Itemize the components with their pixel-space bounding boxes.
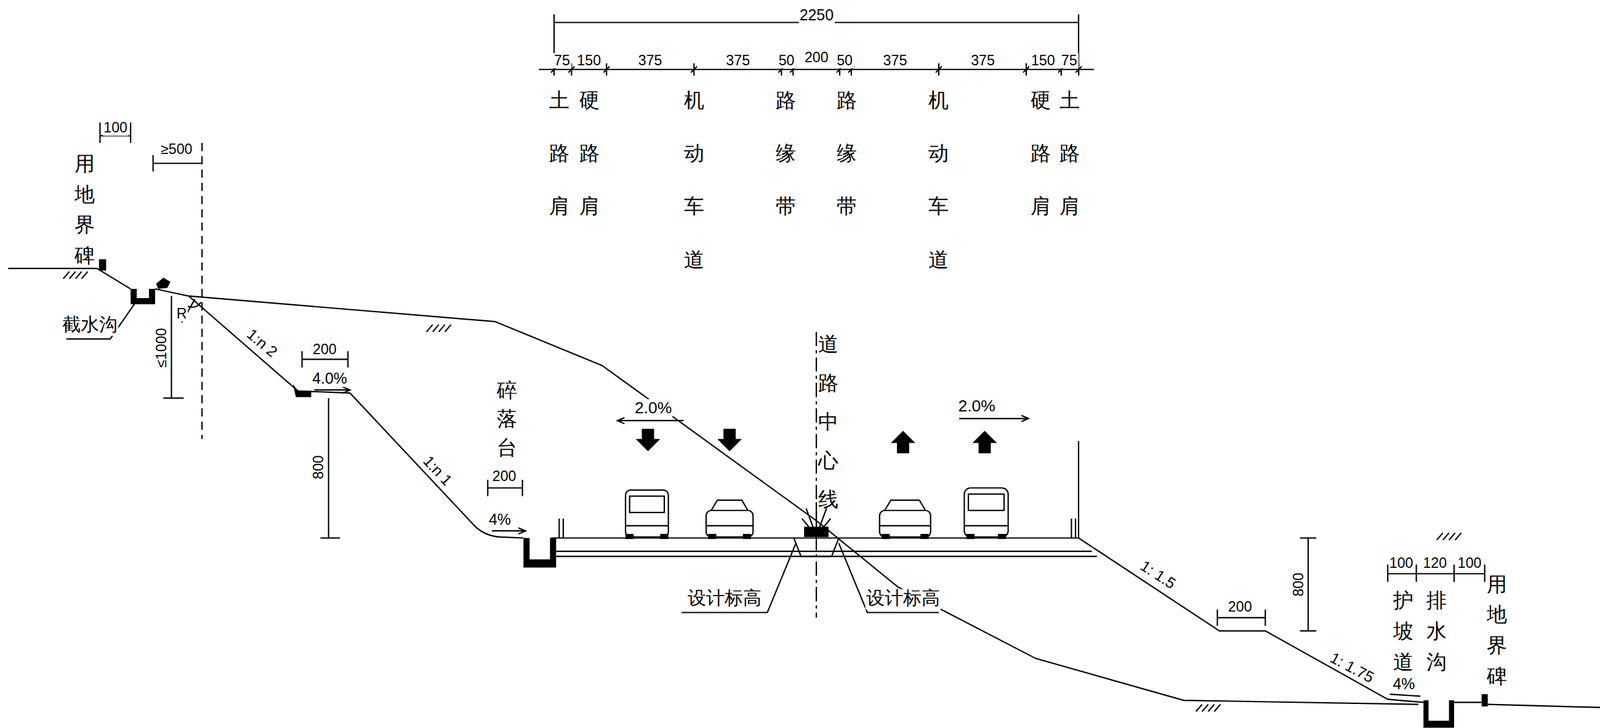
lane-label: 土路肩 <box>549 73 570 233</box>
dimension-text: 150 <box>1029 52 1056 69</box>
dimension-text: ≤1000 <box>153 326 170 369</box>
dimension-text: 375 <box>725 52 752 69</box>
dimension-text: 375 <box>969 52 996 69</box>
lane-label: 土路肩 <box>1059 73 1080 233</box>
callout-label: 截水沟 <box>60 315 119 336</box>
dimension-text: 375 <box>882 52 909 69</box>
dimension-text: R <box>175 305 188 322</box>
lane-label: 路缘带 <box>775 73 796 233</box>
slope-text: 2.0% <box>633 398 673 417</box>
dimension-text: ≥500 <box>159 141 194 158</box>
dimension-text: 50 <box>777 52 796 69</box>
slope-ratio: 1:n 2 <box>241 324 281 361</box>
dimension-text: 800 <box>310 453 327 480</box>
callout-label: 设计标高 <box>687 588 763 609</box>
callout-label: 碎落台 <box>496 375 518 462</box>
slope-text: 4% <box>1391 674 1416 692</box>
callout-label: 设计标高 <box>865 588 942 609</box>
slope-ratio: 1: 1.75 <box>1326 648 1378 686</box>
lane-label: 路缘带 <box>836 73 857 233</box>
slope-text: 4.0% <box>311 369 349 387</box>
dimension-text: 800 <box>1290 570 1307 597</box>
dimension-text: 100 <box>1456 554 1483 571</box>
dimension-text: 200 <box>311 341 338 358</box>
callout-label: 用地界碑 <box>74 147 95 271</box>
callout-label: 用地界碑 <box>1486 568 1508 691</box>
lane-label: 机动车道 <box>928 73 949 286</box>
callout-label: 护坡道 <box>1393 584 1414 677</box>
lane-label: 机动车道 <box>683 73 705 286</box>
dimension-text: 200 <box>491 467 518 484</box>
dimension-text: 375 <box>637 52 664 69</box>
lane-label: 硬路肩 <box>1030 73 1051 233</box>
dimension-text: 200 <box>803 49 830 66</box>
dimension-text: 100 <box>102 120 129 137</box>
slope-ratio: 1: 1.5 <box>1136 555 1180 593</box>
dimension-text: 2250 <box>798 6 835 24</box>
centerline-label: 道路中心线 <box>818 324 839 519</box>
callout-label: 排水沟 <box>1426 584 1447 677</box>
dimension-text: 75 <box>1060 52 1078 69</box>
dimension-text: 120 <box>1422 554 1448 571</box>
slope-text: 2.0% <box>957 397 997 415</box>
dimension-text: 75 <box>552 52 571 69</box>
dimension-text: 200 <box>1226 598 1253 615</box>
slope-text: 4% <box>487 510 512 528</box>
dimension-text: 100 <box>1388 554 1415 571</box>
lane-label: 硬路肩 <box>579 73 600 233</box>
dimension-text: 50 <box>836 52 854 69</box>
dimension-text: 150 <box>576 52 603 69</box>
slope-ratio: 1:n 1 <box>418 451 456 490</box>
